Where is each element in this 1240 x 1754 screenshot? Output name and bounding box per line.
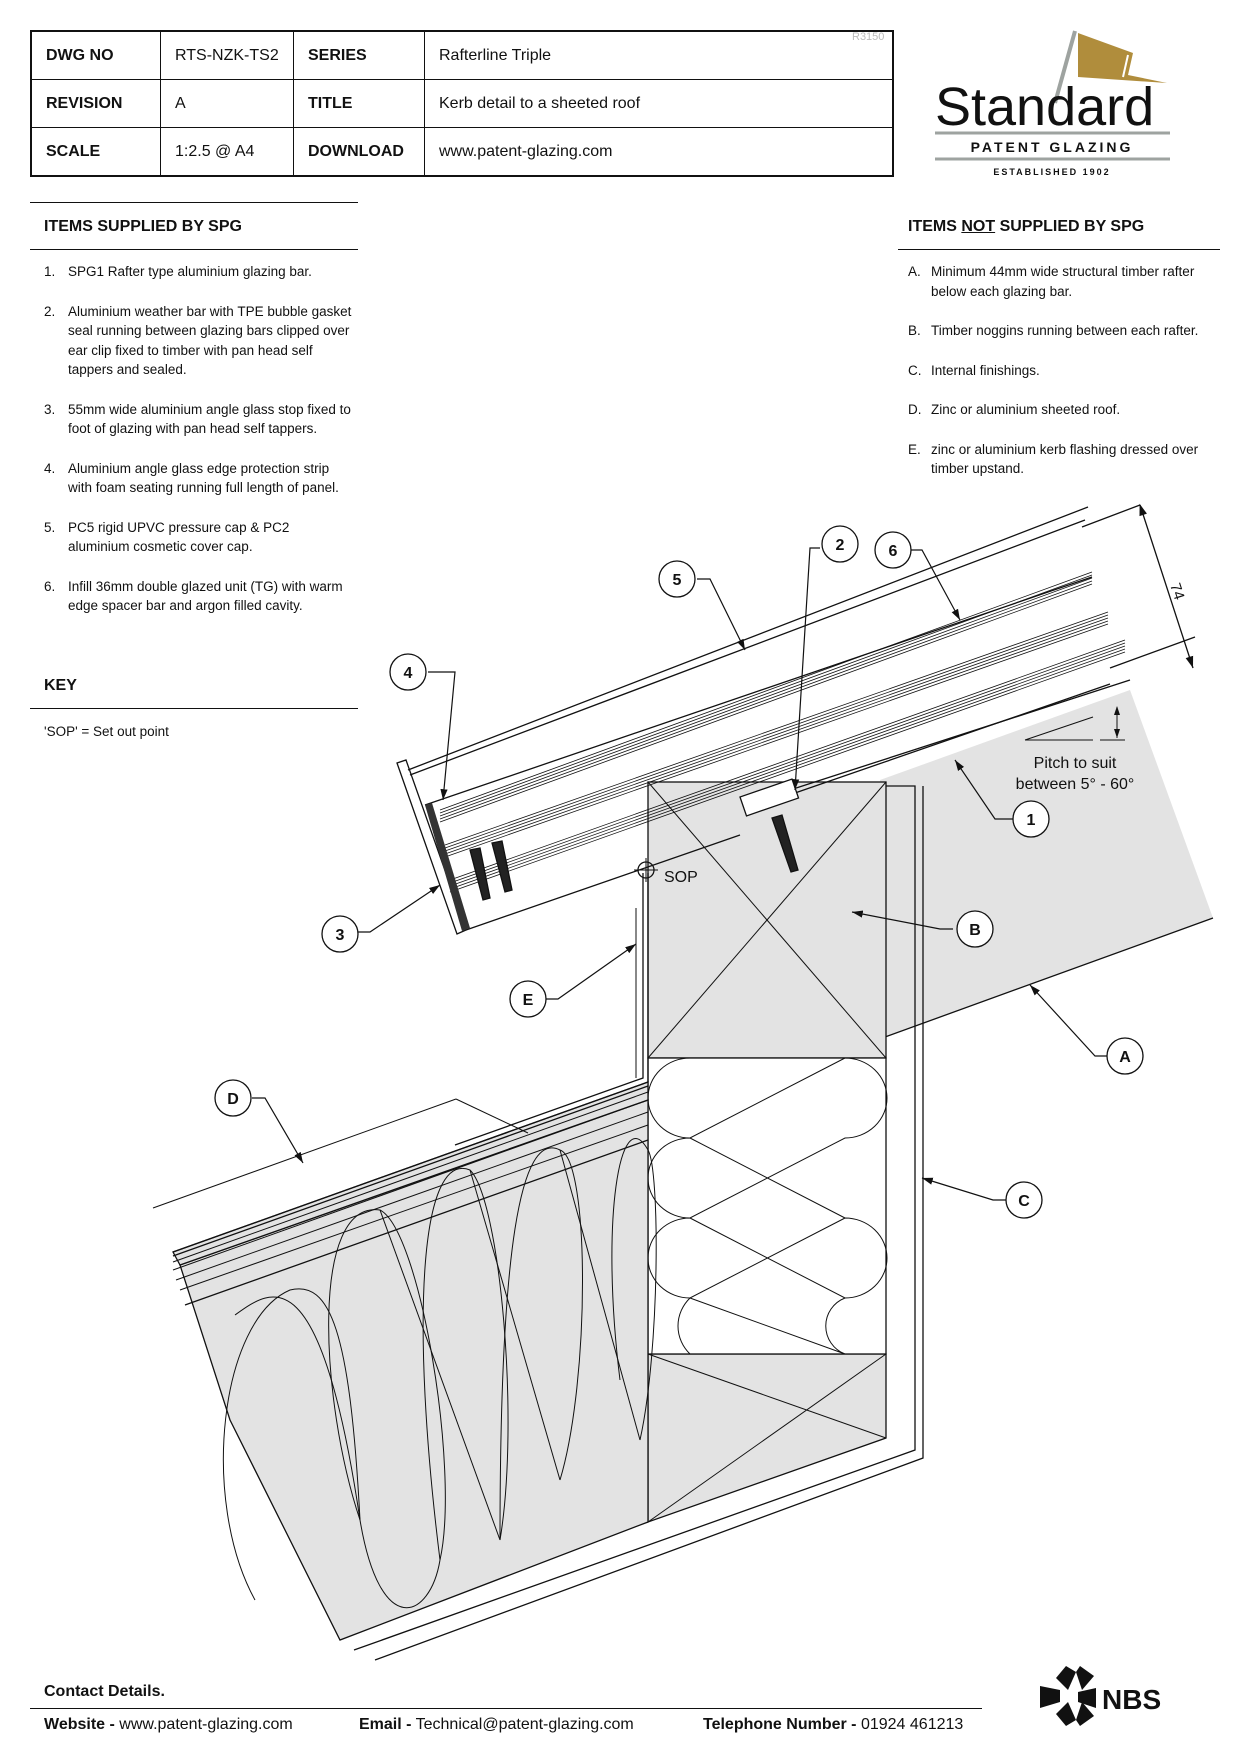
svg-text:B: B (969, 922, 981, 939)
glazing-assembly (396, 504, 1196, 935)
roof-insulation-pattern (222, 1138, 657, 1608)
contact-website: Website - www.patent-glazing.com (44, 1716, 293, 1733)
flag-icon (1078, 33, 1167, 83)
callout-2: 2 (821, 525, 859, 563)
svg-text:A: A (1119, 1049, 1131, 1066)
svg-text:4: 4 (404, 665, 413, 682)
callout-6: 6 (874, 531, 912, 569)
list-item: C.Internal finishings. (908, 362, 1040, 378)
revision-label: REVISION (30, 79, 161, 128)
title-row: REVISION A TITLE Kerb detail to a sheete… (30, 79, 894, 128)
list-item: 2.Aluminium weather bar with TPE bubble … (44, 303, 352, 378)
nbs-logo: NBS (1040, 1666, 1161, 1726)
kerb-flashing (454, 873, 644, 1146)
logo-established: ESTABLISHED 1902 (993, 167, 1110, 177)
divider (898, 249, 1220, 250)
callout-3: 3 (321, 915, 359, 953)
internal-finishing (353, 785, 916, 1651)
contact-title: Contact Details. (44, 1683, 165, 1700)
nbs-star-icon (1040, 1666, 1096, 1726)
title-row: SCALE 1:2.5 @ A4 DOWNLOAD www.patent-gla… (30, 127, 894, 177)
svg-text:E: E (523, 992, 534, 1009)
divider (30, 1708, 982, 1709)
title-label: TITLE (293, 79, 425, 128)
list-item: B.Timber noggins running between each ra… (908, 323, 1199, 338)
callout-e: E (509, 980, 547, 1018)
callout-c: C (1005, 1181, 1043, 1219)
pitch-text-line2: between 5° - 60° (1016, 776, 1135, 793)
list-item: A.Minimum 44mm wide structural timber ra… (908, 264, 1195, 299)
svg-text:2: 2 (836, 537, 845, 554)
revision-value: A (160, 79, 294, 128)
callout-b: B (956, 910, 994, 948)
list-item: 4.Aluminium angle glass edge protection … (44, 460, 339, 496)
divider (30, 249, 358, 250)
rafter-timber (880, 690, 1213, 1037)
screw-icon (469, 814, 799, 901)
reference-code: R3150 (852, 31, 885, 43)
dimension-line (1139, 503, 1194, 669)
scale-label: SCALE (30, 127, 161, 177)
contact-phone: Telephone Number - 01924 461213 (703, 1716, 964, 1733)
callout-d: D (214, 1079, 252, 1117)
key-title: KEY (44, 677, 77, 694)
key-text: 'SOP' = Set out point (44, 724, 169, 739)
list-item: 3.55mm wide aluminium angle glass stop f… (44, 401, 351, 437)
download-link[interactable]: www.patent-glazing.com (424, 127, 894, 177)
title-value: Kerb detail to a sheeted roof (424, 79, 894, 128)
list-item: E.zinc or aluminium kerb flashing dresse… (908, 441, 1199, 477)
not-supplied-title: ITEMS NOT SUPPLIED BY SPG (908, 218, 1145, 235)
phone-label: Telephone Number (703, 1716, 847, 1733)
list-item: 6.Infill 36mm double glazed unit (TG) wi… (44, 578, 343, 614)
svg-text:5: 5 (673, 572, 682, 589)
callout-4: 4 (389, 653, 427, 691)
svg-text:3: 3 (336, 927, 345, 944)
title-block: DWG NO RTS-NZK-TS2 SERIES Rafterline Tri… (30, 30, 894, 177)
dwg-no-value: RTS-NZK-TS2 (160, 30, 294, 80)
callout-a: A (1106, 1037, 1144, 1075)
nbs-text: NBS (1102, 1684, 1161, 1715)
website-link[interactable]: www.patent-glazing.com (119, 1716, 293, 1733)
svg-text:6: 6 (889, 543, 898, 560)
divider (30, 708, 358, 709)
email-label: Email (359, 1716, 402, 1733)
title-row: DWG NO RTS-NZK-TS2 SERIES Rafterline Tri… (30, 30, 894, 80)
logo-subtitle: PATENT GLAZING (971, 139, 1134, 155)
pitch-text-line1: Pitch to suit (1034, 755, 1117, 772)
callout-1: 1 (1012, 800, 1050, 838)
svg-text:D: D (227, 1091, 239, 1108)
upstand-insulation (647, 1057, 887, 1355)
svg-text:C: C (1018, 1193, 1030, 1210)
list-item: 1.SPG1 Rafter type aluminium glazing bar… (44, 264, 312, 279)
callouts: 1 2 3 4 5 6 A B C D E (214, 525, 1144, 1219)
logo-name: Standard (935, 77, 1154, 137)
list-item: D.Zinc or aluminium sheeted roof. (908, 402, 1121, 417)
standard-logo: Standard PATENT GLAZING ESTABLISHED 1902 (935, 30, 1170, 177)
website-label: Website (44, 1716, 106, 1733)
scale-value: 1:2.5 @ A4 (160, 127, 294, 177)
sop-label: SOP (664, 869, 698, 886)
svg-text:1: 1 (1027, 812, 1036, 829)
list-item: 5.PC5 rigid UPVC pressure cap & PC2 alum… (44, 519, 290, 555)
callout-5: 5 (658, 560, 696, 598)
supplied-title: ITEMS SUPPLIED BY SPG (44, 218, 242, 235)
series-label: SERIES (293, 30, 425, 80)
supplied-list: 1.SPG1 Rafter type aluminium glazing bar… (44, 262, 354, 636)
dimension-value: 74 (1166, 581, 1187, 602)
divider (30, 202, 358, 203)
download-label: DOWNLOAD (293, 127, 425, 177)
contact-email: Email - Technical@patent-glazing.com (359, 1716, 634, 1733)
phone-number: 01924 461213 (860, 1716, 964, 1733)
sheeted-roof (152, 1081, 649, 1306)
flag-pole-icon (1053, 30, 1077, 104)
email-link[interactable]: Technical@patent-glazing.com (415, 1716, 634, 1733)
not-supplied-list: A.Minimum 44mm wide structural timber ra… (908, 262, 1218, 499)
leader-lines (252, 547, 1107, 1201)
